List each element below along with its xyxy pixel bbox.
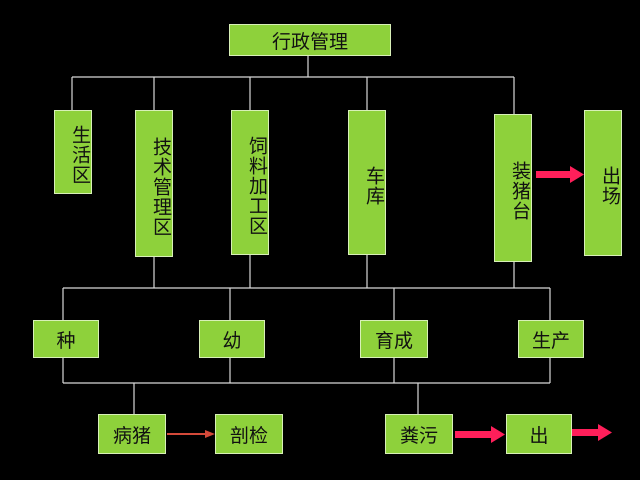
arrow-loading-to-exit	[536, 166, 584, 183]
stage-breeding-box: 种	[33, 320, 99, 358]
arrow-out-right	[572, 424, 612, 441]
sick-pig-box: 病猪	[98, 414, 166, 454]
manure-box: 粪污	[385, 414, 453, 454]
stage-growing-box: 育成	[360, 320, 428, 358]
admin-management-box: 行政管理	[229, 24, 391, 56]
farm-exit-box: 出场	[584, 110, 622, 256]
arrow-manure-to-out	[455, 426, 505, 443]
arrow-sick-to-necropsy	[167, 430, 215, 438]
pig-loading-platform-box: 装猪台	[494, 114, 532, 262]
tech-management-area-box: 技术管理区	[135, 110, 173, 257]
living-area-box: 生活区	[54, 110, 92, 194]
out-box: 出	[506, 414, 572, 454]
garage-box: 车库	[348, 110, 386, 255]
necropsy-box: 剖检	[215, 414, 283, 454]
feed-processing-area-box: 饲料加工区	[231, 110, 269, 255]
stage-production-box: 生产	[518, 320, 584, 358]
stage-young-box: 幼	[199, 320, 265, 358]
